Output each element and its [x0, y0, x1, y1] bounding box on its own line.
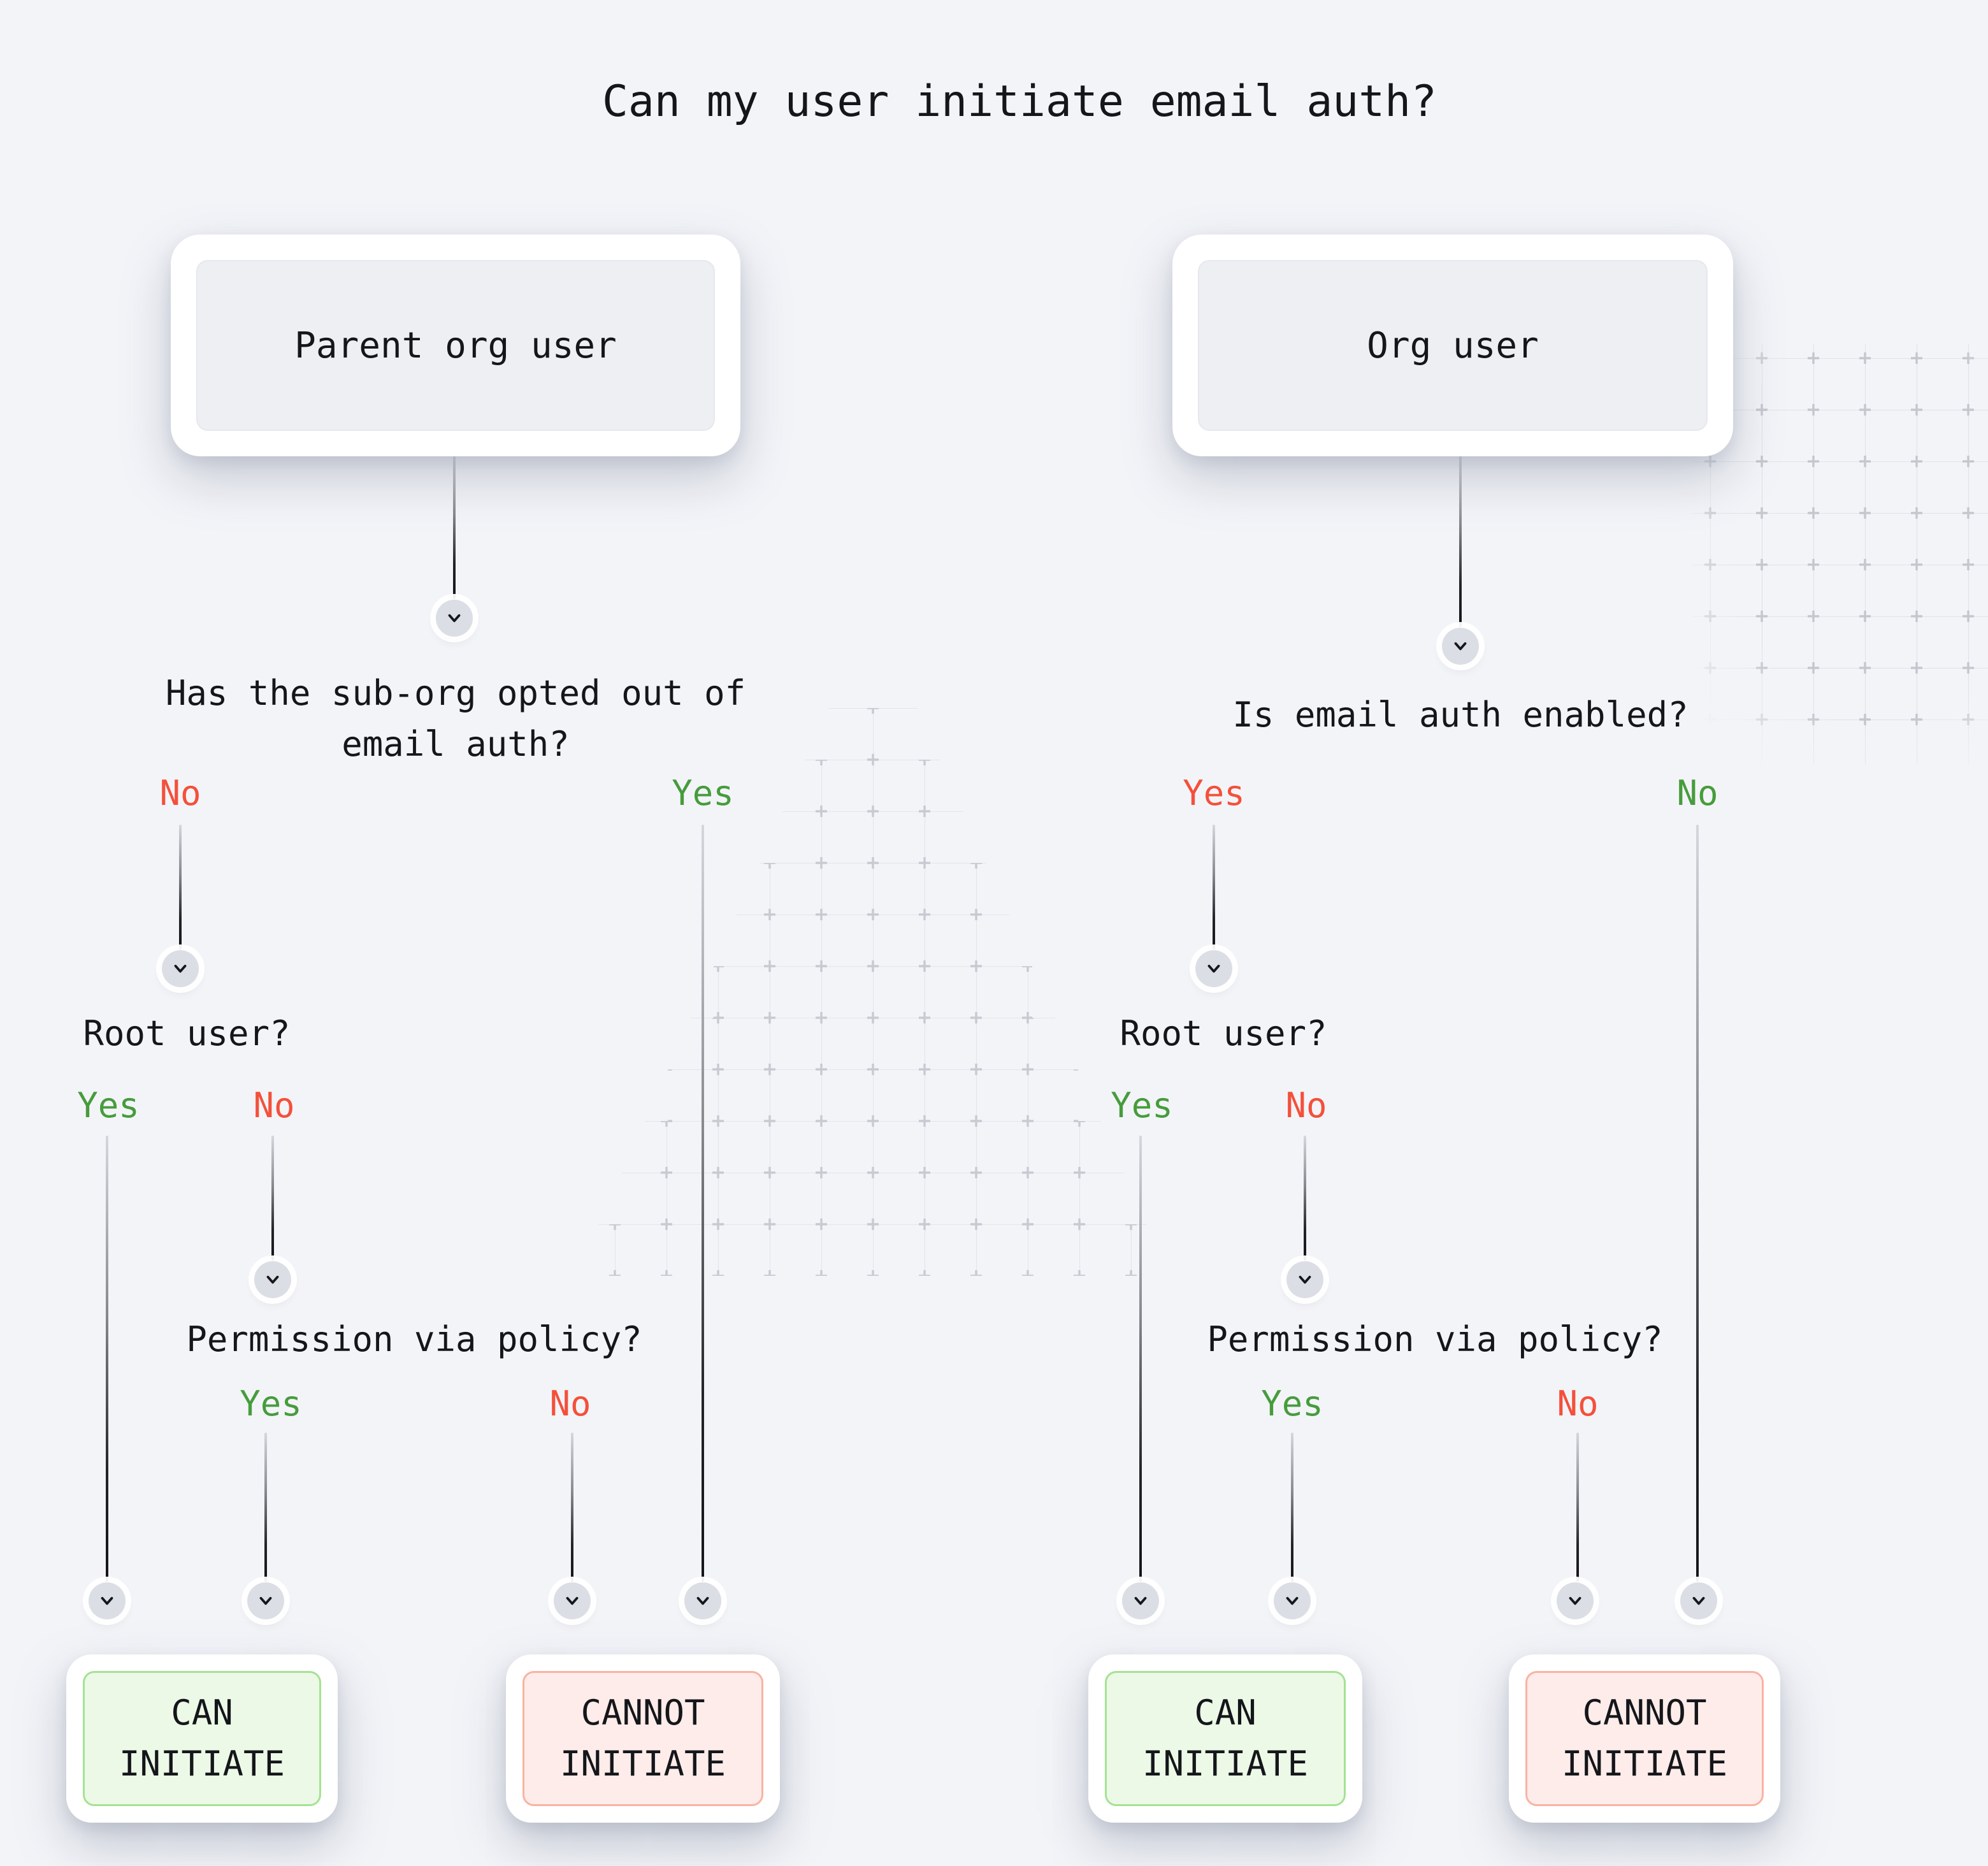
connector-line [179, 825, 182, 950]
question-permission-via-policy: Permission via policy? [1207, 1319, 1663, 1359]
connector-line [702, 825, 704, 1582]
outcome-cannot-initiate-label: CANNOT INITIATE [1525, 1671, 1764, 1806]
chevron-down-icon [1286, 1261, 1323, 1298]
answer-label-no: No [253, 1085, 295, 1125]
answer-label-no: No [1557, 1384, 1599, 1424]
grid-pyramid-decoration [599, 708, 1147, 1276]
chevron-down-icon [1680, 1582, 1717, 1619]
outcome-card-cannot-initiate: CANNOT INITIATE [1509, 1654, 1780, 1823]
answer-label-yes: Yes [77, 1085, 140, 1125]
org-user-label: Org user [1198, 260, 1708, 431]
question-permission-via-policy: Permission via policy? [186, 1319, 642, 1359]
connector-line [1139, 1136, 1142, 1582]
chevron-down-icon [247, 1582, 284, 1619]
answer-label-no: No [159, 773, 201, 813]
answer-label-yes: Yes [240, 1384, 302, 1424]
connector-line [1696, 825, 1699, 1582]
answer-label-no: No [1676, 773, 1718, 813]
outcome-can-initiate-label: CAN INITIATE [83, 1671, 321, 1806]
question-sub-org-opt-out: Has the sub-org opted out of email auth? [165, 673, 746, 764]
connector-line [1213, 825, 1215, 950]
chevron-down-icon [1122, 1582, 1159, 1619]
outcome-card-can-initiate: CAN INITIATE [66, 1654, 338, 1823]
answer-label-yes: Yes [1111, 1085, 1173, 1125]
connector-line [264, 1433, 267, 1582]
outcome-cannot-initiate-label: CANNOT INITIATE [522, 1671, 763, 1806]
question-root-user: Root user? [1120, 1013, 1327, 1053]
connector-line [571, 1433, 573, 1582]
grid-patch-decoration [1692, 344, 1988, 765]
connector-line [1459, 456, 1462, 627]
chevron-down-icon [89, 1582, 126, 1619]
connector-line [271, 1136, 274, 1261]
outcome-card-can-initiate: CAN INITIATE [1088, 1654, 1362, 1823]
chevron-down-icon [162, 950, 199, 987]
connector-line [1576, 1433, 1579, 1582]
answer-label-yes: Yes [1183, 773, 1245, 813]
answer-label-yes: Yes [672, 773, 734, 813]
chevron-down-icon [1557, 1582, 1594, 1619]
question-root-user: Root user? [83, 1013, 291, 1053]
chevron-down-icon [1274, 1582, 1311, 1619]
parent-org-user-card: Parent org user [171, 235, 740, 456]
connector-line [106, 1136, 108, 1582]
connector-line [453, 456, 456, 599]
connector-line [1291, 1433, 1293, 1582]
org-user-card: Org user [1172, 235, 1733, 456]
answer-label-no: No [549, 1384, 591, 1424]
question-email-auth-enabled: Is email auth enabled? [1232, 695, 1689, 735]
chevron-down-icon [254, 1261, 291, 1298]
chevron-down-icon [436, 600, 473, 637]
chevron-down-icon [684, 1582, 721, 1619]
outcome-can-initiate-label: CAN INITIATE [1105, 1671, 1346, 1806]
parent-org-user-label: Parent org user [196, 260, 715, 431]
answer-label-no: No [1285, 1085, 1327, 1125]
chevron-down-icon [1442, 628, 1479, 665]
chevron-down-icon [554, 1582, 591, 1619]
outcome-card-cannot-initiate: CANNOT INITIATE [506, 1654, 780, 1823]
answer-label-yes: Yes [1261, 1384, 1323, 1424]
connector-line [1304, 1136, 1306, 1261]
chevron-down-icon [1195, 950, 1232, 987]
page-title: Can my user initiate email auth? [601, 76, 1437, 127]
